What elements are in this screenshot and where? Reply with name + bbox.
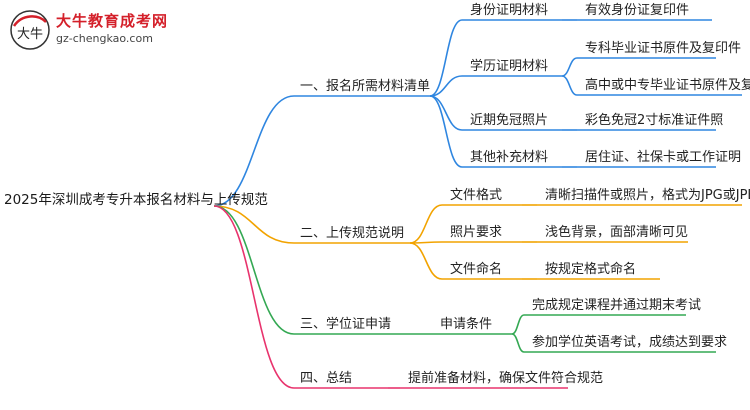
child-node: 提前准备材料，确保文件符合规范 — [408, 371, 604, 386]
child-link — [429, 95, 463, 168]
branch-link — [213, 205, 295, 389]
child-link — [429, 19, 463, 97]
leaf-node: 居住证、社保卡或工作证明 — [585, 150, 742, 165]
leaf-node: 参加学位英语考试，成绩达到要求 — [532, 335, 728, 350]
child-node: 文件格式 — [450, 188, 503, 203]
leaf-node: 完成规定课程并通过期末考试 — [532, 298, 702, 313]
branch-link — [213, 95, 295, 207]
mindmap-root: 2025年深圳成考专升本报名材料与上传规范 — [4, 192, 268, 208]
branch-link — [213, 205, 295, 244]
site-logo[interactable]: 大牛 大牛教育成考网 gz-chengkao.com — [8, 8, 208, 52]
logo-name: 大牛教育成考网 — [56, 12, 169, 30]
leaf-link — [561, 75, 578, 96]
branch-node: 三、学位证申请 — [300, 317, 392, 332]
leaf-link — [511, 333, 525, 353]
leaf-node: 高中或中专毕业证书原件及复印件 — [585, 78, 750, 93]
child-link — [409, 204, 443, 244]
branch-node: 一、报名所需材料清单 — [300, 79, 431, 94]
child-link — [429, 75, 463, 97]
leaf-node: 彩色免冠2寸标准证件照 — [585, 113, 724, 128]
leaf-node: 清晰扫描件或照片，格式为JPG或JPEG — [545, 188, 750, 203]
child-node: 申请条件 — [440, 317, 493, 332]
branch-link — [213, 205, 295, 335]
leaf-node: 专科毕业证书原件及复印件 — [585, 41, 742, 56]
logo-mark-icon: 大牛 — [10, 10, 50, 50]
child-node: 文件命名 — [450, 262, 503, 277]
branch-node: 二、上传规范说明 — [300, 226, 405, 241]
leaf-node: 按规定格式命名 — [545, 262, 637, 277]
child-link — [429, 95, 463, 131]
child-node: 近期免冠照片 — [470, 113, 549, 128]
child-node: 身份证明材料 — [470, 3, 549, 18]
child-node: 其他补充材料 — [470, 150, 549, 165]
branch-node: 四、总结 — [300, 371, 353, 386]
leaf-node: 有效身份证复印件 — [585, 3, 690, 18]
leaf-node: 浅色背景，面部清晰可见 — [545, 225, 689, 240]
logo-url: gz-chengkao.com — [56, 32, 153, 45]
logo-mark-text: 大牛 — [17, 27, 43, 42]
child-node: 学历证明材料 — [470, 59, 549, 74]
child-link — [409, 242, 443, 280]
leaf-link — [561, 57, 578, 77]
leaf-link — [511, 314, 525, 335]
child-node: 照片要求 — [450, 225, 503, 240]
